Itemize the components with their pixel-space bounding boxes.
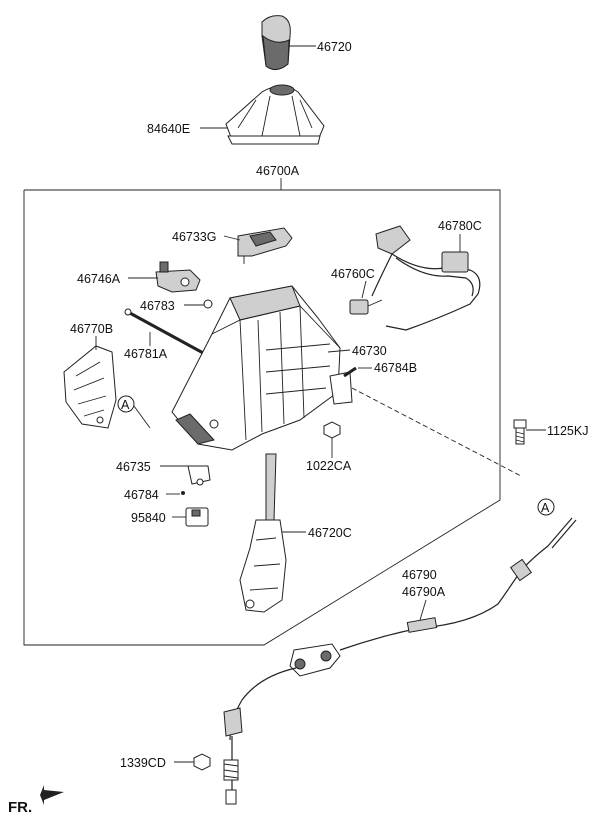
part-label-46700A: 46700A	[256, 164, 300, 178]
assembly-boundary	[23, 189, 501, 646]
bolt-part	[513, 419, 527, 445]
alignment-line	[351, 387, 522, 477]
detent-plate-part	[237, 227, 293, 264]
leader-line	[361, 280, 367, 299]
front-direction-label: FR.	[8, 799, 32, 816]
leader-line	[223, 235, 241, 241]
part-label-46720: 46720	[317, 40, 352, 54]
part-label-84640E: 84640E	[147, 122, 190, 136]
small-pin-part	[181, 491, 185, 495]
shift-cable-part	[223, 517, 577, 805]
part-label-95840: 95840	[131, 511, 166, 525]
pivot-pin-part	[124, 308, 217, 362]
sensor-part	[349, 299, 383, 315]
reference-marker-a	[117, 395, 135, 413]
reference-a-label: A	[541, 501, 550, 515]
spring-clip-part	[203, 299, 213, 309]
wiring-harness-part	[371, 225, 481, 331]
connector-part	[185, 507, 209, 527]
part-label-1339CD: 1339CD	[120, 756, 166, 770]
part-label-46784B: 46784B	[374, 361, 417, 375]
leader-line	[419, 599, 427, 621]
part-label-46781A: 46781A	[124, 347, 168, 361]
part-label-1125KJ: 1125KJ	[547, 424, 588, 438]
reference-a-label: A	[121, 398, 130, 412]
part-label-46770B: 46770B	[70, 322, 113, 336]
part-label-1022CA: 1022CA	[306, 459, 352, 473]
screw-part	[343, 366, 357, 378]
switch-part	[187, 465, 211, 486]
part-label-46730: 46730	[352, 344, 387, 358]
part-label-46790A: 46790A	[402, 585, 446, 599]
shift-lever-rod-part	[239, 453, 287, 613]
part-label-46720C: 46720C	[308, 526, 352, 540]
part-label-46790: 46790	[402, 568, 437, 582]
reference-marker-a	[537, 498, 555, 516]
cable-nut-part	[193, 753, 211, 771]
shift-knob-part	[261, 15, 291, 70]
part-label-46746A: 46746A	[77, 272, 121, 286]
leader-line	[327, 349, 351, 353]
shift-lever-housing-part	[171, 285, 353, 451]
part-label-46735: 46735	[116, 460, 151, 474]
nut-part	[323, 421, 341, 439]
leader-line	[133, 405, 151, 429]
part-label-46733G: 46733G	[172, 230, 216, 244]
part-label-46760C: 46760C	[331, 267, 375, 281]
front-arrow-icon	[40, 785, 64, 805]
side-bracket-part	[63, 345, 117, 429]
part-label-46784: 46784	[124, 488, 159, 502]
part-label-46780C: 46780C	[438, 219, 482, 233]
shift-lock-solenoid-part	[155, 261, 201, 293]
part-label-46783: 46783	[140, 299, 175, 313]
shift-boot-part	[225, 84, 325, 145]
